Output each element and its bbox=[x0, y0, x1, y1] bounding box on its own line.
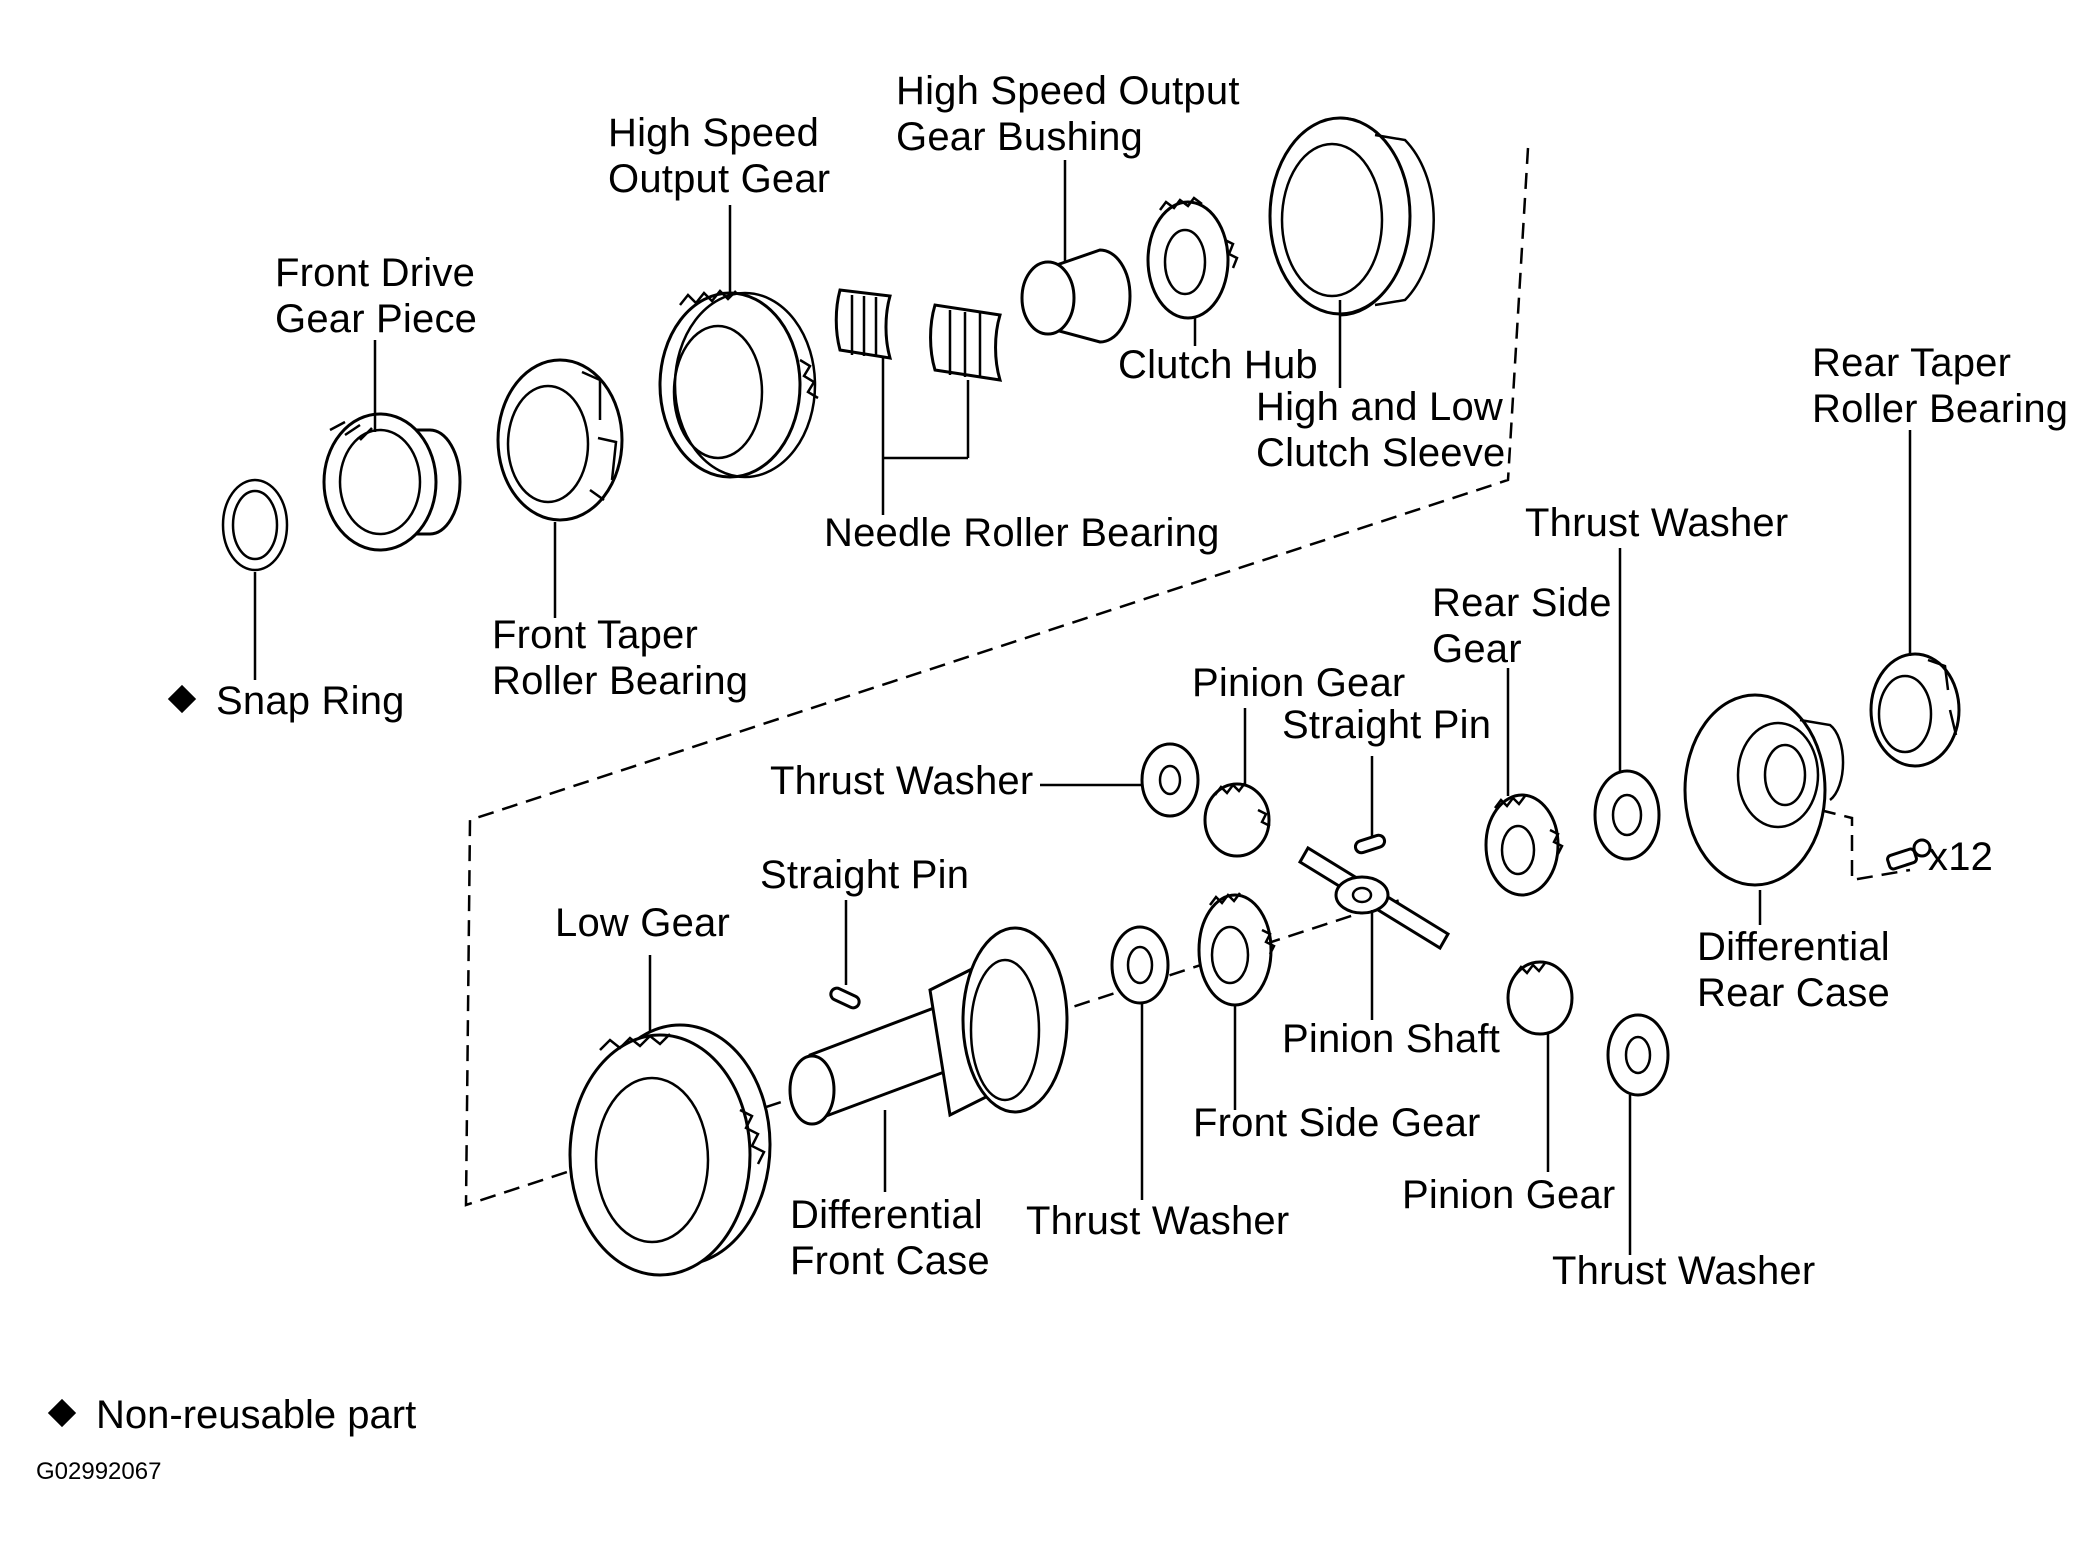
label-pinion-gear-top: Pinion Gear bbox=[1192, 661, 1406, 705]
label-front-drive-gear-piece: Front Drive Gear Piece bbox=[275, 251, 478, 341]
label-rear-side-gear: Rear Side Gear bbox=[1432, 581, 1612, 671]
high-speed-output-gear-part bbox=[658, 289, 819, 479]
leader-lines bbox=[253, 160, 1912, 1255]
rear-taper-roller-bearing-part bbox=[1869, 652, 1961, 768]
label-thrust-washer-left: Thrust Washer bbox=[770, 759, 1034, 803]
label-thrust-washer-top: Thrust Washer bbox=[1525, 501, 1789, 545]
thrust-washer-part-left bbox=[1140, 742, 1200, 818]
clutch-hub-part bbox=[1146, 196, 1239, 320]
straight-pin-part-right bbox=[1353, 833, 1387, 855]
label-straight-pin-right: Straight Pin bbox=[1282, 703, 1492, 747]
label-high-and-low-clutch-sleeve: High and Low Clutch Sleeve bbox=[1256, 385, 1506, 475]
low-gear-part bbox=[568, 1023, 772, 1277]
high-speed-output-gear-bushing-part bbox=[1020, 248, 1132, 344]
label-needle-roller-bearing: Needle Roller Bearing bbox=[824, 511, 1220, 555]
legend-diamond-icon bbox=[47, 1398, 77, 1428]
needle-roller-bearing-part-2 bbox=[929, 303, 1003, 382]
assembly-boundary bbox=[464, 147, 1530, 1207]
thrust-washer-part-top bbox=[1593, 769, 1661, 861]
straight-pin-part-left bbox=[829, 986, 861, 1010]
label-x12: x12 bbox=[1928, 835, 1994, 879]
bolt-guide bbox=[1819, 808, 1911, 882]
label-differential-front-case: Differential Front Case bbox=[790, 1193, 990, 1283]
thrust-washer-part-bottom-mid bbox=[1110, 925, 1170, 1005]
differential-front-case-part bbox=[788, 926, 1069, 1126]
pinion-shaft-part bbox=[1297, 845, 1451, 951]
label-high-speed-output-gear-bushing: High Speed Output Gear Bushing bbox=[896, 69, 1240, 159]
label-high-speed-output-gear: High Speed Output Gear bbox=[608, 111, 831, 201]
pinion-gear-part-bottom bbox=[1506, 960, 1574, 1036]
label-snap-ring: Snap Ring bbox=[167, 678, 405, 724]
label-clutch-hub: Clutch Hub bbox=[1118, 343, 1318, 387]
front-taper-roller-bearing-part bbox=[496, 358, 624, 522]
label-pinion-shaft: Pinion Shaft bbox=[1282, 1017, 1501, 1061]
legend-non-reusable: Non-reusable part bbox=[47, 1392, 417, 1438]
thrust-washer-part-bottom-right bbox=[1606, 1013, 1670, 1097]
label-front-side-gear: Front Side Gear bbox=[1193, 1101, 1481, 1145]
label-straight-pin-left: Straight Pin bbox=[760, 853, 970, 897]
label-thrust-washer-bottom-right: Thrust Washer bbox=[1552, 1249, 1816, 1293]
label-low-gear: Low Gear bbox=[555, 901, 731, 945]
needle-roller-bearing-part-1 bbox=[834, 288, 893, 360]
label-differential-rear-case: Differential Rear Case bbox=[1697, 925, 1890, 1015]
label-rear-taper-roller-bearing: Rear Taper Roller Bearing bbox=[1812, 341, 2069, 431]
label-pinion-gear-bottom: Pinion Gear bbox=[1402, 1173, 1616, 1217]
rear-side-gear-part bbox=[1484, 793, 1564, 897]
front-side-gear-part bbox=[1197, 892, 1276, 1007]
label-thrust-washer-bottom-mid: Thrust Washer bbox=[1026, 1199, 1290, 1243]
label-front-taper-roller-bearing: Front Taper Roller Bearing bbox=[492, 613, 749, 703]
differential-rear-case-part bbox=[1683, 693, 1845, 887]
snap-ring-part bbox=[221, 478, 289, 572]
pinion-gear-part-top bbox=[1203, 782, 1271, 858]
non-reusable-diamond-icon bbox=[167, 684, 197, 714]
legend-text: Non-reusable part bbox=[96, 1393, 417, 1437]
high-and-low-clutch-sleeve-part bbox=[1268, 116, 1435, 317]
front-drive-gear-piece-part bbox=[322, 412, 462, 552]
figure-id: G02992067 bbox=[36, 1458, 162, 1485]
bolt-part bbox=[1886, 838, 1932, 871]
